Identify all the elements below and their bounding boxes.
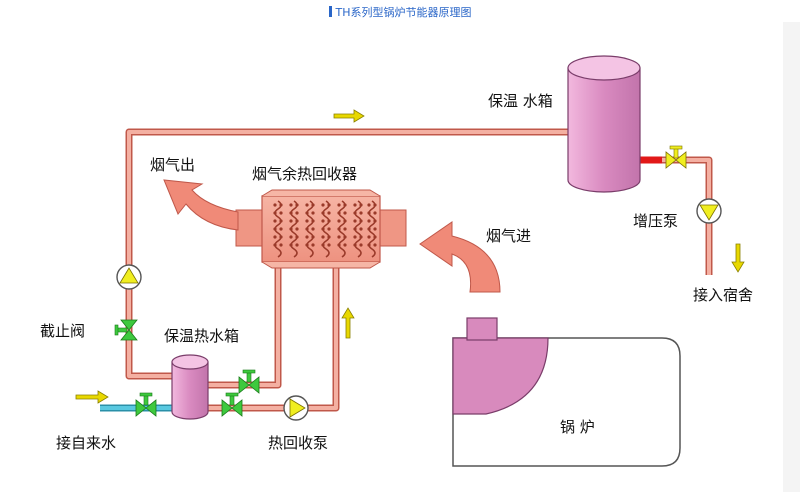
stop-valve	[114, 319, 138, 341]
label-insulated-hot-water-tank: 保温热水箱	[164, 327, 239, 345]
flue-gas-heat-recovery-unit	[235, 189, 407, 269]
tap-water-valve	[135, 392, 157, 417]
diagram-title: TH系列型锅炉节能器原理图	[0, 4, 800, 22]
main-loop-pipe	[125, 128, 568, 380]
flow-arrow-dormitory	[731, 243, 745, 273]
boiler	[452, 317, 681, 467]
return-line-valve	[221, 392, 243, 417]
title-marker	[328, 6, 332, 17]
diagram-title-text: TH系列型锅炉节能器原理图	[335, 6, 472, 19]
collector-outlet-pipe	[208, 262, 282, 389]
label-flue-gas-in: 烟气进	[486, 227, 531, 245]
flow-arrow-top	[333, 109, 365, 123]
label-booster-pump: 增压泵	[633, 212, 678, 230]
label-stop-valve: 截止阀	[40, 322, 85, 340]
dormitory-valve	[665, 145, 687, 169]
flue-gas-out-arrow	[163, 179, 239, 231]
flue-gas-in-arrow	[419, 221, 501, 293]
tank-outlet-valve	[238, 369, 260, 394]
flow-arrow-return-up	[341, 307, 355, 339]
label-insulated-water-tank: 保温 水箱	[488, 92, 553, 110]
heat-recovery-loop-pipe	[208, 262, 340, 412]
dormitory-supply-pipe	[640, 156, 713, 275]
label-heat-recovery-pump: 热回收泵	[268, 434, 328, 452]
booster-pump	[696, 198, 722, 224]
heat-recovery-pump	[283, 395, 309, 421]
label-tap-water-in: 接自来水	[56, 434, 116, 452]
label-to-dormitory: 接入宿舍	[693, 286, 753, 304]
insulated-hot-water-tank	[171, 354, 209, 420]
label-flue-gas-out: 烟气出	[150, 156, 195, 174]
label-boiler: 锅 炉	[560, 418, 595, 436]
label-heat-recovery-unit: 烟气余热回收器	[252, 165, 357, 183]
insulated-water-tank	[567, 55, 641, 193]
pipe-network	[100, 128, 713, 412]
page-side-strip	[783, 22, 800, 492]
flow-arrow-tap-water	[75, 390, 109, 404]
main-circulation-pump	[116, 264, 142, 290]
